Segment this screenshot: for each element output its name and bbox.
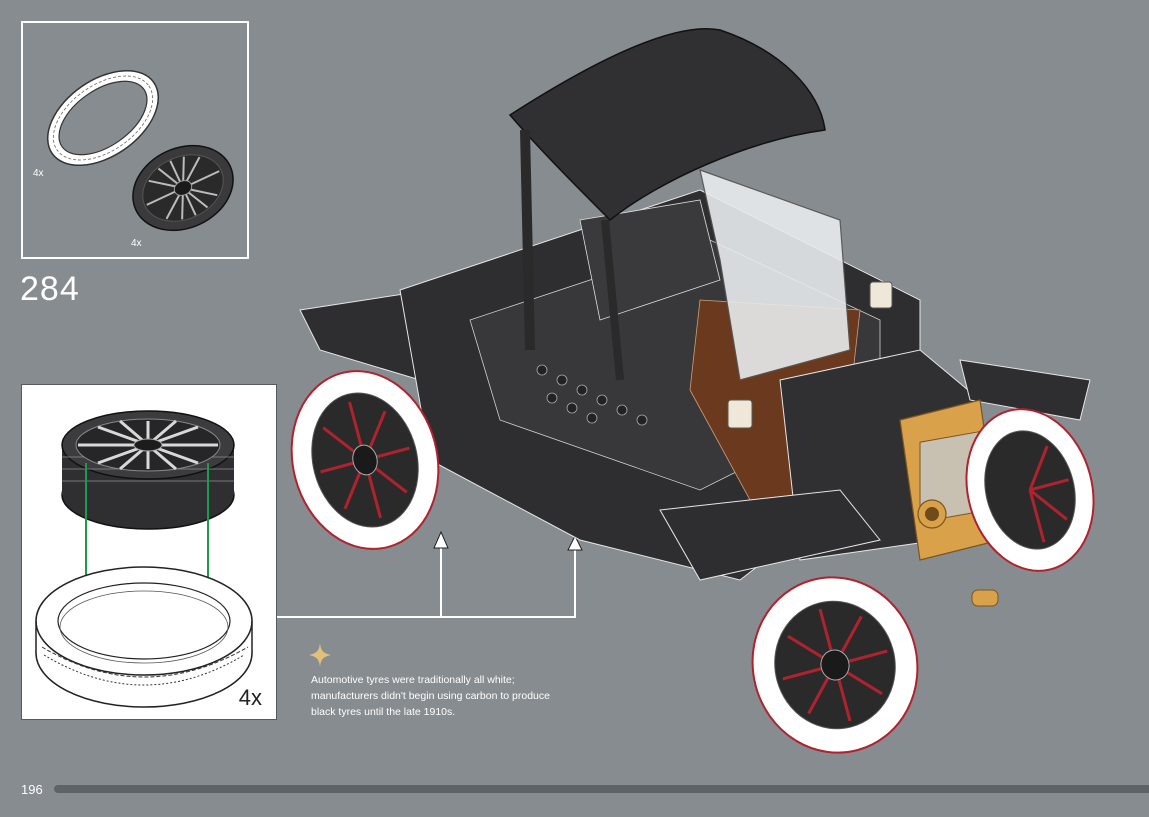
sub-assembly-callout: 4x bbox=[21, 384, 277, 720]
windscreen bbox=[699, 169, 851, 381]
parts-list-box: 4x 4x bbox=[21, 21, 249, 259]
side-lamps bbox=[727, 281, 893, 429]
tyre-fitting-illustration bbox=[35, 410, 253, 708]
wheel-quantity: 4x bbox=[131, 238, 142, 249]
sparkle-icon bbox=[309, 643, 331, 667]
front-right-wheel bbox=[965, 408, 1095, 572]
wheel-rim-illustration bbox=[61, 410, 235, 530]
fact-text: Automotive tyres were traditionally all … bbox=[311, 674, 550, 718]
roof-canopy bbox=[508, 28, 826, 381]
rear-left-wheel bbox=[290, 370, 440, 550]
step-number: 284 bbox=[20, 270, 80, 308]
wheel-rim-part bbox=[132, 144, 234, 232]
front-fender bbox=[659, 489, 881, 581]
model-car-illustration bbox=[290, 28, 1095, 754]
white-tyre-part bbox=[46, 69, 160, 167]
white-tyre-illustration bbox=[35, 566, 253, 708]
front-left-wheel bbox=[751, 576, 919, 754]
parts-illustration bbox=[46, 69, 234, 232]
progress-bar bbox=[54, 785, 1149, 793]
tyre-quantity: 4x bbox=[33, 168, 44, 179]
page-number: 196 bbox=[21, 782, 43, 797]
callout-quantity: 4x bbox=[238, 685, 262, 710]
